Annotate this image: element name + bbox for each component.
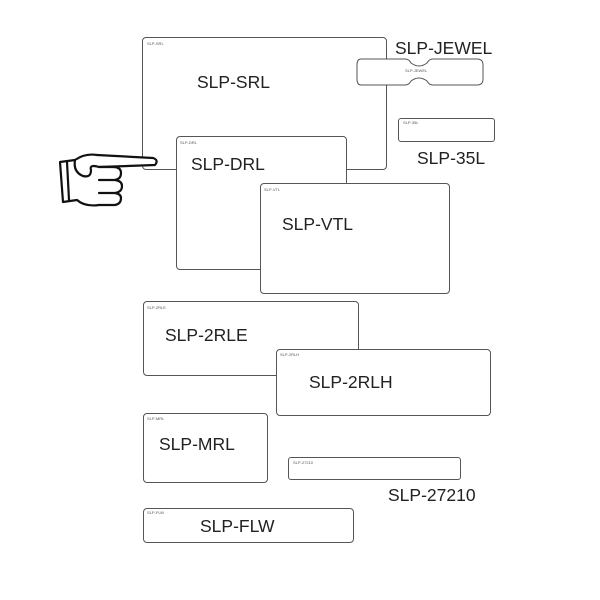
label-slp-jewel-name: SLP-JEWEL [395, 38, 493, 58]
label-slp-mrl-tiny: SLP-MRL [147, 416, 165, 421]
label-slp-flw-tiny: SLP-FLW [147, 510, 165, 515]
label-slp-27210-name: SLP-27210 [388, 485, 476, 505]
label-slp-srl-tiny: SLP-SRL [147, 41, 164, 46]
label-slp-35l-name: SLP-35L [417, 148, 486, 168]
label-slp-35l [398, 118, 495, 142]
label-slp-mrl [143, 413, 268, 483]
label-slp-35l-tiny: SLP-35L [403, 120, 419, 125]
label-slp-2rle-name: SLP-2RLE [165, 325, 248, 345]
label-slp-flw [143, 508, 354, 543]
label-slp-drl-tiny: SLP-DRL [180, 140, 197, 145]
label-slp-srl-name: SLP-SRL [197, 72, 270, 92]
label-slp-mrl-name: SLP-MRL [159, 434, 235, 454]
label-slp-2rle-tiny: SLP-2RLE [147, 305, 166, 310]
label-slp-flw-name: SLP-FLW [200, 516, 275, 536]
label-slp-27210 [288, 457, 461, 480]
label-slp-2rlh [276, 349, 491, 416]
label-slp-vtl-tiny: SLP-VTL [264, 187, 281, 192]
label-slp-vtl [260, 183, 450, 294]
label-slp-jewel-tiny: SLP-JEWEL [405, 68, 428, 73]
label-slp-vtl-name: SLP-VTL [282, 214, 353, 234]
label-slp-drl-name: SLP-DRL [191, 154, 265, 174]
label-slp-27210-tiny: SLP-27210 [293, 460, 314, 465]
pointing-hand-icon [58, 153, 158, 207]
label-slp-2rlh-name: SLP-2RLH [309, 372, 393, 392]
label-slp-2rlh-tiny: SLP-2RLH [280, 352, 300, 357]
label-slp-jewel [356, 58, 484, 86]
